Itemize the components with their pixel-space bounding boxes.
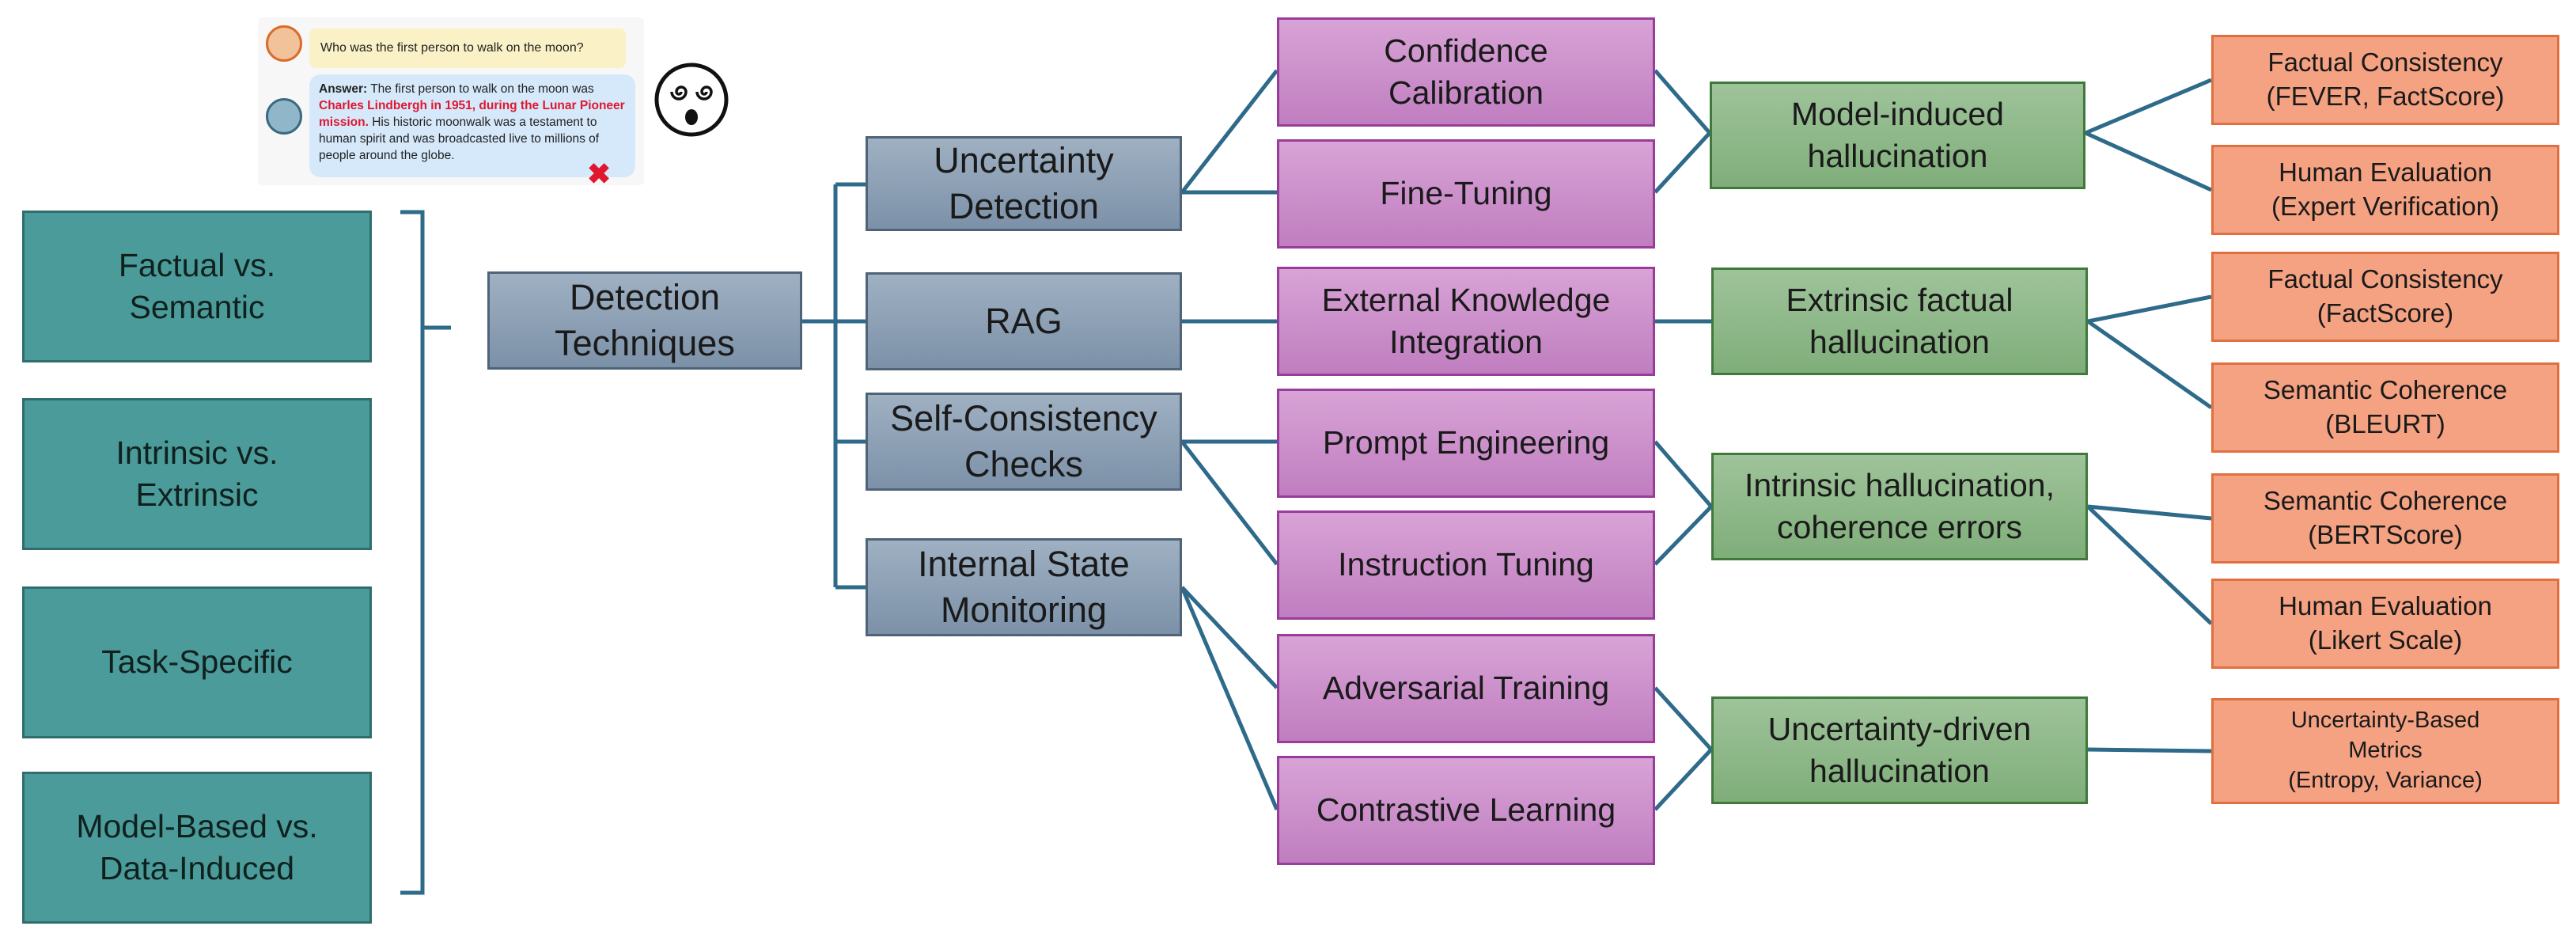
method-prompt-engineering: Prompt Engineering: [1277, 389, 1655, 498]
method-adversarial-training: Adversarial Training: [1277, 634, 1655, 743]
category-model-data: Model-Based vs. Data-Induced: [22, 772, 372, 924]
dizzy-face-icon: [654, 63, 729, 137]
wrong-x-icon: ✖: [587, 158, 612, 190]
method-external-knowledge: External Knowledge Integration: [1277, 267, 1655, 376]
type-extrinsic-factual: Extrinsic factual hallucination: [1711, 268, 2088, 375]
metric-factual-consistency-fever: Factual Consistency (FEVER, FactScore): [2211, 35, 2559, 125]
detection-techniques-node: Detection Techniques: [487, 271, 802, 370]
question-bubble: Who was the first person to walk on the …: [309, 28, 626, 68]
category-intrinsic-extrinsic: Intrinsic vs. Extrinsic: [22, 398, 372, 550]
method-contrastive-learning: Contrastive Learning: [1277, 756, 1655, 865]
category-factual-semantic: Factual vs. Semantic: [22, 211, 372, 362]
robot-avatar-icon: [266, 98, 302, 135]
technique-uncertainty-detection: Uncertainty Detection: [866, 136, 1182, 231]
technique-rag: RAG: [866, 272, 1182, 370]
metric-uncertainty-based: Uncertainty-Based Metrics (Entropy, Vari…: [2211, 698, 2559, 804]
answer-text-start: The first person to walk on the moon was: [370, 82, 594, 96]
method-instruction-tuning: Instruction Tuning: [1277, 510, 1655, 620]
technique-self-consistency: Self-Consistency Checks: [866, 393, 1182, 491]
type-uncertainty-driven: Uncertainty-driven hallucination: [1711, 696, 2088, 804]
type-model-induced: Model-induced hallucination: [1710, 82, 2085, 189]
method-confidence-calibration: Confidence Calibration: [1277, 17, 1655, 127]
metric-human-eval-likert: Human Evaluation (Likert Scale): [2211, 579, 2559, 669]
metric-factual-consistency-factscore: Factual Consistency (FactScore): [2211, 252, 2559, 342]
metric-semantic-coherence-bleurt: Semantic Coherence (BLEURT): [2211, 362, 2559, 453]
metric-human-eval-expert: Human Evaluation (Expert Verification): [2211, 145, 2559, 235]
technique-internal-state: Internal State Monitoring: [866, 538, 1182, 636]
user-avatar-icon: [266, 25, 302, 62]
answer-label: Answer:: [319, 82, 368, 96]
type-intrinsic-coherence: Intrinsic hallucination, coherence error…: [1711, 453, 2088, 560]
answer-bubble: Answer: The first person to walk on the …: [309, 74, 635, 177]
method-fine-tuning: Fine-Tuning: [1277, 139, 1655, 249]
metric-semantic-coherence-bertscore: Semantic Coherence (BERTScore): [2211, 473, 2559, 564]
answer-text-end: His historic moonwalk was a testament to…: [319, 116, 600, 163]
answer-hallucinated-text: Charles Lindbergh in 1951, during the Lu…: [319, 99, 625, 130]
hallucination-example-card: Who was the first person to walk on the …: [258, 17, 644, 190]
category-task-specific: Task-Specific: [22, 586, 372, 738]
